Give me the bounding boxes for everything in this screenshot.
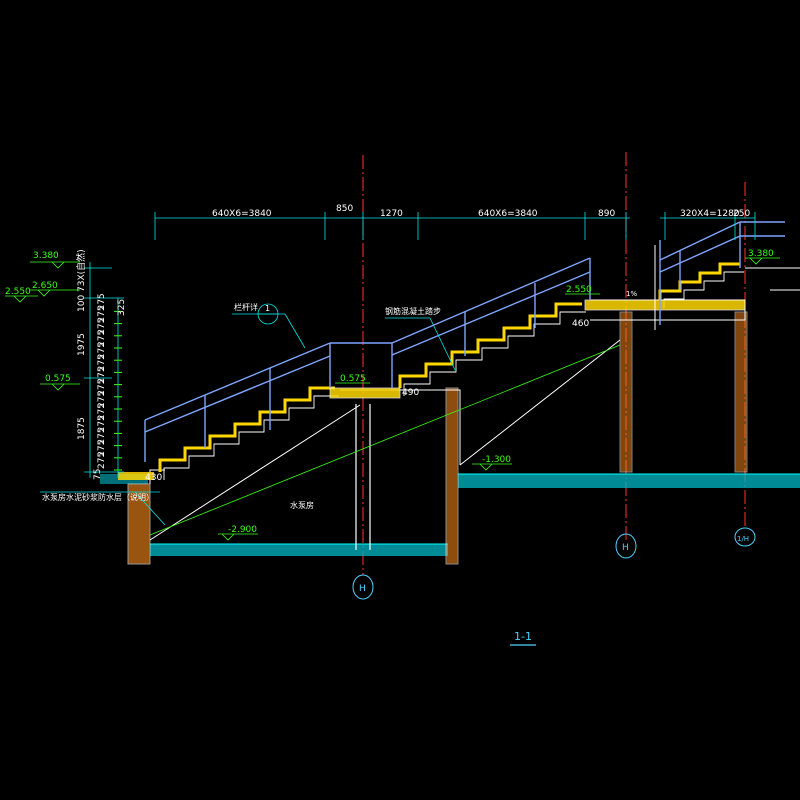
waterproof-note: 水泵房水泥砂浆防水层（说明） <box>42 492 154 502</box>
dim-upper-flight: 640X6=3840 <box>478 209 538 219</box>
axis-label-1: H <box>359 584 366 594</box>
slope-line <box>149 344 621 536</box>
riser-label: 275 <box>97 330 107 347</box>
riser-dimension-ticks: 2752752752752752752752752752752752752752… <box>97 293 122 471</box>
riser-label: 275 <box>97 366 107 383</box>
dim-1270: 1270 <box>380 209 403 219</box>
dim-460: 460 <box>572 319 589 329</box>
railing-note: 栏杆详 <box>234 302 258 312</box>
right-stair-flight <box>658 262 744 308</box>
top-dimension-line <box>154 212 756 240</box>
upper-flight-finish <box>398 302 582 388</box>
riser-label: 275 <box>97 354 107 371</box>
level-2550-upper: 2.550 <box>566 285 592 295</box>
riser-label: 275 <box>97 415 107 432</box>
level-2650: 2.650 <box>32 281 58 291</box>
grid-bubbles <box>352 527 756 600</box>
left-dim-1875: 1875 <box>77 417 87 440</box>
level-minus-1300: -1.300 <box>482 455 511 465</box>
left-dim-325: 325 <box>117 299 127 316</box>
level-0575-landing: 0.575 <box>340 374 366 384</box>
dim-490: 490 <box>402 388 419 398</box>
riser-label: 275 <box>97 440 107 457</box>
landing-slabs <box>118 299 746 480</box>
left-dim-75: 75 <box>93 469 103 480</box>
riser-label: 275 <box>97 379 107 396</box>
tread-note: 钢筋混凝土踏步 <box>385 306 441 316</box>
dim-250: 250 <box>733 209 750 219</box>
lower-stair-flight <box>158 386 339 480</box>
left-dim-1975: 1975 <box>77 333 87 356</box>
riser-label: 275 <box>97 318 107 335</box>
dim-850: 850 <box>336 204 353 214</box>
upper-building-edge <box>654 245 800 330</box>
level-2550-left: 2.550 <box>5 287 31 297</box>
riser-label: 275 <box>97 293 107 310</box>
riser-label: 275 <box>97 403 107 420</box>
upper-stair-flight <box>398 302 586 396</box>
lower-flight-structure <box>163 395 339 480</box>
left-dim-100: 100 <box>77 295 87 312</box>
riser-label: 275 <box>97 391 107 408</box>
railings <box>144 221 785 433</box>
level-0575-left: 0.575 <box>45 374 71 384</box>
dim-890: 890 <box>598 209 615 219</box>
left-dimension-line <box>84 262 124 478</box>
room-note: 水泵房 <box>290 500 314 510</box>
riser-label: 275 <box>97 427 107 444</box>
left-dim-note: 73X(自然) <box>75 249 87 292</box>
railing-posts <box>144 222 741 462</box>
level-3380-right: 3.380 <box>748 249 774 259</box>
section-title: 1-1 <box>514 630 532 643</box>
railing-ref-number: 1 <box>265 304 270 313</box>
riser-label: 275 <box>97 342 107 359</box>
dim-lower-flight: 640X6=3840 <box>212 209 272 219</box>
lower-flight-finish <box>158 386 335 472</box>
leader-lines <box>40 303 456 526</box>
riser-label: 275 <box>97 452 107 469</box>
axis-label-2: H <box>622 543 629 553</box>
level-markers <box>5 257 780 541</box>
level-minus-2900: -2.900 <box>228 525 257 535</box>
dim-430: 430 <box>145 473 162 483</box>
foundation-walls <box>127 311 748 565</box>
level-3380-left: 3.380 <box>33 251 59 261</box>
dim-right-flight: 320X4=1280 <box>680 209 740 219</box>
riser-label: 275 <box>97 305 107 322</box>
right-flight-finish <box>658 262 740 300</box>
dim-slope: 1% <box>626 290 637 298</box>
right-flight-structure <box>663 271 744 308</box>
axis-label-3: 1/H <box>737 535 749 543</box>
upper-flight-structure <box>403 311 586 396</box>
